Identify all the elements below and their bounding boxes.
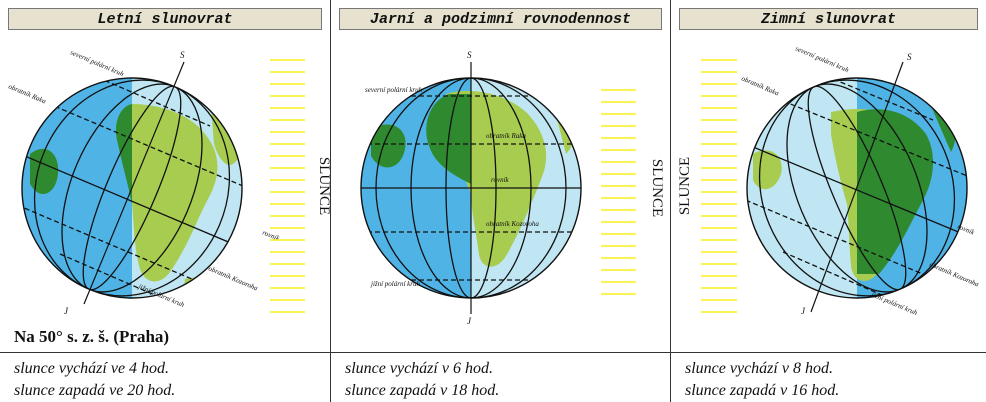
divider xyxy=(671,352,986,353)
antarctic-circle-label: jižní polární kruh xyxy=(370,280,421,288)
divider xyxy=(0,352,330,353)
equinox-diagram: S J severní polární kruh obratník Raka r… xyxy=(360,50,665,324)
tropic-capricorn-label: obratník Kozoroha xyxy=(486,220,539,228)
divider xyxy=(331,352,670,353)
south-pole-label: J xyxy=(801,306,806,316)
earth-axis xyxy=(83,61,185,305)
north-pole-label: S xyxy=(180,50,185,60)
equator-label: rovník xyxy=(261,228,281,243)
north-pole-label: S xyxy=(907,52,912,62)
panel-winter-solstice: Zimní slunovrat xyxy=(670,0,986,402)
sunrise-text: slunce vychází ve 4 hod. xyxy=(14,360,170,377)
sunset-text: slunce zapadá v 18 hod. xyxy=(345,382,500,399)
south-pole-label: J xyxy=(64,306,69,316)
globe xyxy=(22,78,242,298)
sunset-text: slunce zapadá v 16 hod. xyxy=(685,382,840,399)
panel-title: Jarní a podzimní rovnodennost xyxy=(339,8,662,30)
panel-title: Zimní slunovrat xyxy=(679,8,978,30)
tropic-cancer-label: obratník Raka xyxy=(486,132,526,140)
tropic-cancer-label: obratník Raka xyxy=(7,82,47,105)
equator-label: rovník xyxy=(956,222,976,237)
sun-label: SLUNCE xyxy=(316,157,330,215)
sun-label: SLUNCE xyxy=(677,157,693,215)
sunrise-text: slunce vychází v 6 hod. xyxy=(345,360,493,377)
arctic-circle-label: severní polární kruh xyxy=(69,48,125,78)
caption-title: Na 50° s. z. š. (Praha) xyxy=(14,327,170,346)
winter-solstice-diagram: S J severní polární kruh obratník Raka r… xyxy=(677,44,980,317)
sun-rays xyxy=(270,59,305,313)
sunrise-text: slunce vychází v 8 hod. xyxy=(685,360,833,377)
tropic-capricorn-label: obratník Kozoroha xyxy=(928,260,980,288)
panel-equinox: Jarní a podzimní rovnodennost xyxy=(330,0,670,402)
north-pole-label: S xyxy=(467,50,472,60)
sun-label: SLUNCE xyxy=(649,159,665,217)
arctic-circle-label: severní polární kruh xyxy=(365,86,423,94)
arctic-circle-label: severní polární kruh xyxy=(794,44,850,74)
panel-summer-solstice: Letní slunovrat xyxy=(0,0,330,402)
equator-label: rovník xyxy=(491,176,510,184)
globe xyxy=(747,78,967,298)
panel-title: Letní slunovrat xyxy=(8,8,322,30)
summer-solstice-diagram: S J severní polární kruh obratník Raka r… xyxy=(7,48,330,316)
sun-rays xyxy=(701,59,737,313)
south-pole-label: J xyxy=(467,316,472,324)
sun-rays xyxy=(601,89,636,295)
antarctic-circle-label: jižní polární kruh xyxy=(869,290,919,317)
tropic-capricorn-label: obratník Kozoroha xyxy=(207,264,259,292)
earth-axis xyxy=(810,61,904,313)
tropic-cancer-label: obratník Raka xyxy=(740,74,780,97)
sunset-text: slunce zapadá ve 20 hod. xyxy=(14,382,176,399)
